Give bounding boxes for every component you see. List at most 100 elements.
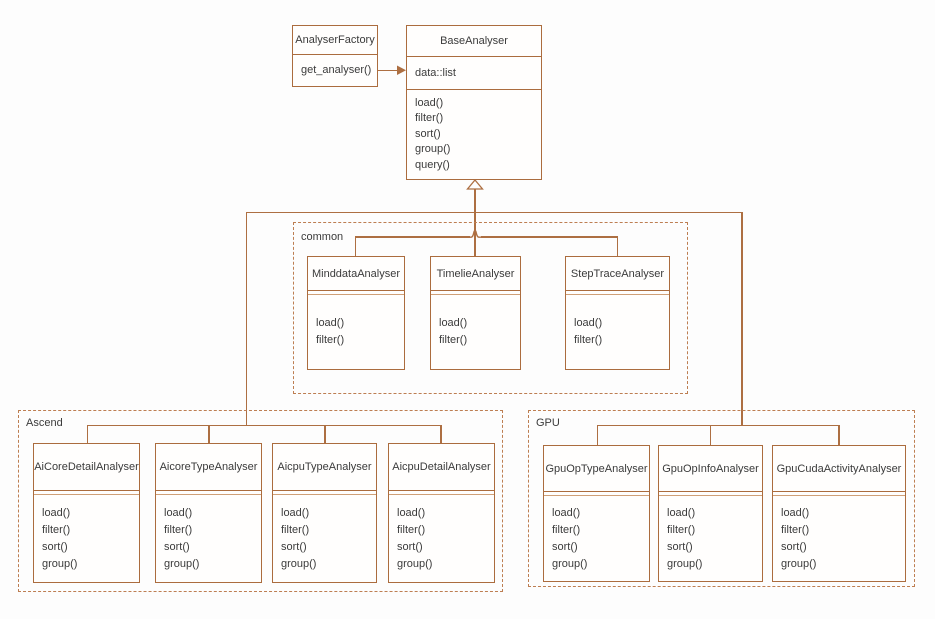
compartment-divider bbox=[566, 291, 669, 295]
class-minddataanalyser: MinddataAnalyser load() filter() bbox=[307, 256, 405, 370]
group-gpu bbox=[528, 410, 915, 587]
method-label: group() bbox=[281, 557, 317, 570]
common-branch-right bbox=[480, 236, 618, 238]
class-aicputypeanalyser: AicpuTypeAnalyser load() filter() sort()… bbox=[272, 443, 377, 583]
method-label: group() bbox=[667, 557, 703, 570]
method-label: filter() bbox=[397, 523, 426, 536]
stub-minddata bbox=[354, 236, 357, 256]
group-common bbox=[293, 222, 688, 394]
line-merge-bump-icon bbox=[467, 229, 483, 238]
group-ascend-label: Ascend bbox=[26, 417, 63, 429]
association-connector bbox=[378, 69, 399, 71]
method-label: load() bbox=[439, 317, 468, 329]
stub-gpuoptype bbox=[596, 424, 598, 446]
class-analyserfactory: AnalyserFactory get_analyser() bbox=[292, 25, 378, 87]
stub-gpuopinfo bbox=[709, 424, 712, 446]
method-label: filter() bbox=[552, 523, 581, 536]
compartment-divider bbox=[773, 492, 905, 496]
class-title: AicoreTypeAnalyser bbox=[156, 444, 261, 491]
class-title: BaseAnalyser bbox=[407, 26, 541, 57]
group-ascend bbox=[18, 410, 503, 592]
compartment-divider bbox=[431, 291, 520, 295]
inheritance-connector-horizontal bbox=[245, 211, 743, 213]
method-label: filter() bbox=[574, 334, 603, 346]
class-timelieanalyser: TimelieAnalyser load() filter() bbox=[430, 256, 521, 370]
compartment-divider bbox=[156, 491, 261, 495]
stub-aicpudetail bbox=[440, 424, 442, 444]
ascend-branch bbox=[86, 424, 442, 426]
class-title: AicpuDetailAnalyser bbox=[389, 444, 494, 491]
class-aicoretypeanalyser: AicoreTypeAnalyser load() filter() sort(… bbox=[155, 443, 262, 583]
stub-gpucuda bbox=[838, 424, 840, 446]
method-label: load() bbox=[415, 96, 444, 109]
class-title: TimelieAnalyser bbox=[431, 257, 520, 291]
common-branch-left bbox=[355, 236, 470, 238]
method-label: query() bbox=[415, 158, 450, 171]
class-title: GpuOpInfoAnalyser bbox=[659, 446, 762, 492]
stub-aicoredetail bbox=[86, 424, 88, 444]
class-title: AicpuTypeAnalyser bbox=[273, 444, 376, 491]
class-aicoredetailanalyser: AiCoreDetailAnalyser load() filter() sor… bbox=[33, 443, 140, 583]
group-common-label: common bbox=[301, 231, 344, 243]
method-label: load() bbox=[552, 506, 581, 519]
class-aicpudetailanalyser: AicpuDetailAnalyser load() filter() sort… bbox=[388, 443, 495, 583]
inheritance-connector-right bbox=[741, 211, 743, 426]
method-label: group() bbox=[42, 557, 78, 570]
association-arrow-icon bbox=[397, 65, 406, 75]
method-label: group() bbox=[397, 557, 433, 570]
compartment-divider bbox=[544, 492, 649, 496]
class-title: GpuCudaActivityAnalyser bbox=[773, 446, 905, 492]
method-label: filter() bbox=[415, 112, 444, 125]
method-label: group() bbox=[781, 557, 817, 570]
stub-steptrace bbox=[616, 236, 618, 256]
method-label: filter() bbox=[281, 523, 310, 536]
class-title: StepTraceAnalyser bbox=[566, 257, 669, 291]
method-label: filter() bbox=[439, 334, 468, 346]
method-label: sort() bbox=[415, 127, 441, 140]
method-label: load() bbox=[164, 506, 193, 519]
method-label: sort() bbox=[281, 540, 307, 553]
method-label: sort() bbox=[781, 540, 807, 553]
compartment-divider bbox=[659, 492, 762, 496]
method-label: filter() bbox=[667, 523, 696, 536]
method-label: sort() bbox=[42, 540, 68, 553]
stub-aicputype bbox=[324, 424, 326, 444]
method-label: sort() bbox=[552, 540, 578, 553]
gpu-branch bbox=[596, 424, 840, 426]
class-title: AiCoreDetailAnalyser bbox=[34, 444, 139, 491]
class-steptraceanalyser: StepTraceAnalyser load() filter() bbox=[565, 256, 670, 370]
group-gpu-label: GPU bbox=[536, 417, 560, 429]
compartment-divider bbox=[308, 291, 404, 295]
method-label: sort() bbox=[667, 540, 693, 553]
method-label: group() bbox=[415, 143, 451, 156]
stub-aicoretype bbox=[208, 424, 210, 444]
class-title: GpuOpTypeAnalyser bbox=[544, 446, 649, 492]
method-label: load() bbox=[316, 317, 345, 329]
method-label: group() bbox=[552, 557, 588, 570]
class-baseanalyser: BaseAnalyser data::list load() filter() … bbox=[406, 25, 542, 180]
method-label: sort() bbox=[397, 540, 423, 553]
method-label: get_analyser() bbox=[301, 64, 372, 76]
class-gpucudaactivityanalyser: GpuCudaActivityAnalyser load() filter() … bbox=[772, 445, 906, 582]
method-label: sort() bbox=[164, 540, 190, 553]
method-label: group() bbox=[164, 557, 200, 570]
class-title: MinddataAnalyser bbox=[308, 257, 404, 291]
compartment-divider bbox=[389, 491, 494, 495]
method-label: filter() bbox=[781, 523, 810, 536]
class-title: AnalyserFactory bbox=[293, 26, 377, 55]
method-label: load() bbox=[42, 506, 71, 519]
attribute-label: data::list bbox=[407, 57, 541, 90]
method-label: load() bbox=[781, 506, 810, 519]
compartment-divider bbox=[34, 491, 139, 495]
method-label: filter() bbox=[316, 334, 345, 346]
inheritance-connector-left bbox=[245, 211, 247, 426]
method-label: load() bbox=[667, 506, 696, 519]
compartment-divider bbox=[273, 491, 376, 495]
class-gpuopinfoanalyser: GpuOpInfoAnalyser load() filter() sort()… bbox=[658, 445, 763, 582]
method-label: load() bbox=[397, 506, 426, 519]
method-label: filter() bbox=[42, 523, 71, 536]
method-label: load() bbox=[574, 317, 603, 329]
method-label: filter() bbox=[164, 523, 193, 536]
method-label: load() bbox=[281, 506, 310, 519]
